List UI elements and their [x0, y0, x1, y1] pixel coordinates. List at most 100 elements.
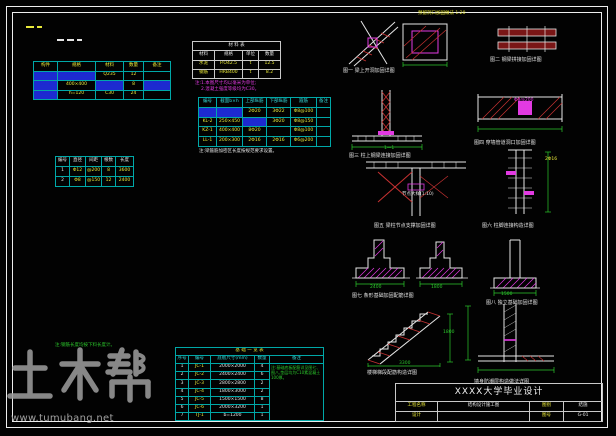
table-cell: 2 — [55, 176, 70, 187]
table-cell: JC-1 — [188, 363, 211, 373]
table-cell: G-01 — [562, 411, 604, 422]
table-cell: Q235 — [95, 70, 124, 81]
table-cell: t — [242, 59, 259, 70]
table-cell: 2Φ18 — [242, 116, 267, 128]
table-cell: 设计 — [395, 411, 438, 422]
table-cell — [316, 116, 331, 128]
table-cell: 单位 — [242, 50, 259, 61]
table-cell — [143, 89, 171, 100]
table-cell: 编号 — [198, 97, 217, 108]
table-cell: Φ8@100 — [290, 126, 317, 138]
table-cell: Φ12 — [69, 166, 86, 177]
table-cell — [266, 126, 291, 138]
table-cell: 备注 — [268, 355, 325, 365]
wall-damp-course-drawing — [465, 304, 555, 373]
table-cell: 1 — [175, 363, 189, 373]
dim-wall: 1800 — [443, 330, 455, 335]
table-cell: 规格 — [57, 61, 96, 72]
table-cell: 1 — [254, 411, 270, 422]
fig3-steel-splice-drawing — [497, 26, 557, 52]
table-cell: 1 — [55, 166, 70, 177]
table-cell: b=1200 — [210, 411, 255, 422]
table-cell: 结施 — [562, 401, 604, 413]
table-cell: Φ8@100 — [290, 106, 317, 118]
table-cell: JC-2 — [188, 371, 211, 381]
watermark-url: www.tumubang.net — [11, 413, 114, 424]
table-cell: 截面b×h — [216, 97, 243, 108]
table-cell: 水泥 — [192, 59, 215, 70]
table-cell: 编号 — [188, 355, 211, 365]
table-cell: 直径 — [69, 156, 86, 167]
table-cell — [437, 411, 530, 422]
table-cell: JC-3 — [188, 379, 211, 389]
table-cell: 8.2 — [258, 68, 281, 80]
fig6-joint-brace-drawing — [366, 161, 466, 216]
table-cell: 钢筋 — [192, 68, 215, 80]
fig9-strip-footing-drawing — [416, 241, 468, 287]
fig8-caption: 图八 独立基础加固详图 — [486, 300, 538, 306]
table-cell: 4 — [254, 363, 270, 373]
table-cell: C30 — [95, 89, 124, 100]
table-cell: 12.5 — [258, 59, 281, 70]
table-cell: 2000×2000 — [210, 363, 255, 373]
table-cell: 备注 — [143, 61, 171, 72]
table-cell: 3600 — [115, 166, 134, 177]
table-cell: 3 — [175, 379, 189, 389]
stair-caption: 楼梯梯段配筋构造详图 — [367, 370, 418, 376]
dim-footing-b: 1800 — [431, 285, 443, 290]
wall-caption: 墙身防潮层构造做法详图 — [474, 379, 530, 385]
table-cell: 8 — [123, 80, 144, 91]
fig10-isolated-footing-drawing — [490, 239, 540, 296]
table-cell: 注:基础底板配筋详见图七、图八,垫层均为C10素混凝土100厚。 — [268, 363, 325, 421]
note-line-1: 注:1.本图尺寸均以毫米为单位; — [195, 81, 257, 86]
table-cell: JC-4 — [188, 387, 211, 397]
table-cell: 8 — [254, 395, 270, 405]
table-cell — [143, 70, 171, 81]
table-cell: 6 — [254, 371, 270, 381]
table-cell: KL-2 — [198, 116, 217, 128]
table-cell: 4 — [175, 387, 189, 397]
table-cell: h=120 — [57, 89, 96, 100]
table-cell: 250×400 — [57, 70, 96, 81]
corner-mark — [37, 26, 42, 28]
top-scale-note: 预留洞口加固做法 1:20 — [418, 11, 466, 16]
note-line-2: 2.混凝土强度等级均为C30。 — [201, 87, 260, 92]
table-cell: 8Φ20 — [242, 126, 267, 138]
table-cell: GL-1 — [33, 70, 58, 81]
table-cell: 材 料 表 — [192, 40, 281, 52]
fig6-caption: 图六 柱脚连接构造详图 — [482, 223, 534, 229]
table-cell: 2Φ16 — [266, 136, 291, 147]
table-cell: 250×500 — [216, 106, 243, 118]
table-cell: 底板尺寸(mm) — [210, 355, 255, 365]
table-cell: 上部纵筋 — [242, 97, 267, 108]
table-cell: 2 — [254, 387, 270, 397]
table-cell: t — [242, 68, 259, 80]
table-cell: 12 — [123, 70, 144, 81]
table-cell: 备注 — [316, 97, 331, 108]
table-cell: GB-1 — [33, 89, 58, 100]
table-cell: 1 — [254, 403, 270, 413]
table-cell: JC-5 — [188, 395, 211, 405]
table-cell: 根数 — [101, 156, 116, 167]
table-cell: C30 — [95, 80, 124, 91]
table-cell: 数量 — [254, 355, 270, 365]
watermark-logo — [6, 346, 156, 416]
table-cell: HRB400 — [214, 68, 243, 80]
table-cell: GZ-1 — [33, 80, 58, 91]
table-cell: 基 础 一 览 表 — [174, 346, 325, 357]
table-cell: 2 — [254, 379, 270, 389]
table-cell: 数量 — [258, 50, 281, 61]
table-cell: 编号 — [55, 156, 70, 167]
table-cell: TJ-1 — [188, 411, 211, 422]
corner-mark — [26, 26, 34, 28]
fig1-caption: 图一 梁上开洞加固详图 — [343, 68, 395, 74]
table-cell: 2400 — [115, 176, 134, 187]
dim-stair: 3300 — [399, 361, 411, 366]
table-cell: 2 — [175, 371, 189, 381]
